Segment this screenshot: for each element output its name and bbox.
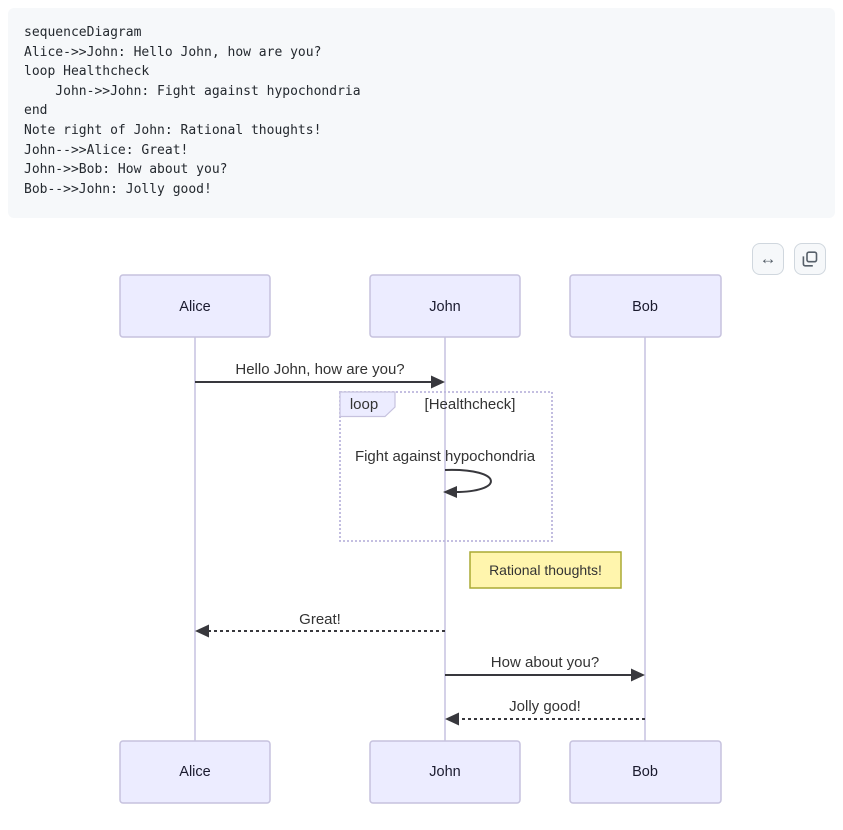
actor-label-john: John — [429, 299, 460, 315]
actor-bottom-alice: Alice — [119, 740, 271, 804]
actor-box — [119, 274, 271, 338]
actor-label-john: John — [429, 764, 460, 780]
message-label: Jolly good! — [509, 698, 581, 715]
arrowhead-left-icon — [443, 486, 457, 498]
actor-bottom-bob: Bob — [569, 740, 722, 804]
note-box — [469, 551, 622, 589]
code-line: John->>John: Fight against hypochondria — [24, 83, 361, 99]
arrowhead-right-icon — [631, 668, 645, 682]
copy-icon — [802, 251, 818, 267]
loop-label: loop — [350, 396, 378, 413]
code-line: end — [24, 103, 48, 119]
actor-top-alice: Alice — [119, 274, 271, 338]
message-label: Great! — [299, 611, 341, 628]
self-message-curve — [444, 468, 492, 494]
message-fight-hypochondria: Fight against hypochondria — [355, 448, 536, 498]
arrowhead-left-icon — [445, 712, 459, 726]
loop-label-tag — [339, 391, 396, 418]
message-great: Great! — [195, 611, 445, 638]
code-line: sequenceDiagram — [24, 25, 142, 40]
actor-label-bob: Bob — [632, 764, 658, 780]
actor-box — [369, 274, 521, 338]
message-jolly-good: Jolly good! — [445, 698, 645, 726]
actor-box — [119, 740, 271, 804]
copy-icon-front-sheet — [802, 256, 813, 267]
actor-box — [569, 740, 722, 804]
actor-box — [569, 274, 722, 338]
arrowhead-right-icon — [431, 375, 445, 389]
message-hello-john: Hello John, how are you? — [195, 361, 445, 389]
actor-bottom-john: John — [369, 740, 521, 804]
loop-frame: loop [Healthcheck] Fight against hypocho… — [339, 391, 553, 542]
note-rational-thoughts: Rational thoughts! — [469, 551, 622, 589]
expand-diagram-button[interactable]: ↔ — [752, 243, 784, 275]
actor-top-bob: Bob — [569, 274, 722, 338]
code-line: loop Healthcheck — [24, 64, 150, 80]
actor-label-alice: Alice — [179, 299, 210, 315]
code-line: John->>Bob: How about you? — [24, 162, 228, 178]
mermaid-code-block: sequenceDiagram Alice->>John: Hello John… — [8, 8, 835, 218]
code-line: Alice->>John: Hello John, how are you? — [24, 44, 322, 60]
message-label: How about you? — [491, 654, 599, 671]
code-line: John-->>Alice: Great! — [24, 142, 189, 158]
message-label: Fight against hypochondria — [355, 448, 536, 465]
actor-label-bob: Bob — [632, 299, 658, 315]
message-label: Hello John, how are you? — [235, 361, 404, 378]
message-how-about-you: How about you? — [445, 654, 645, 682]
arrowhead-left-icon — [195, 624, 209, 638]
code-line: Note right of John: Rational thoughts! — [24, 122, 322, 138]
actor-label-alice: Alice — [179, 764, 210, 780]
actor-top-john: John — [369, 274, 521, 338]
note-label: Rational thoughts! — [489, 562, 602, 578]
expand-icon: ↔ — [759, 249, 777, 268]
sequence-diagram: Alice John Bob Hello John, how are you? … — [119, 274, 722, 804]
loop-condition: [Healthcheck] — [425, 396, 516, 413]
loop-border — [339, 391, 553, 542]
copy-diagram-button[interactable] — [794, 243, 826, 275]
copy-icon-back-sheet — [806, 251, 818, 263]
actor-box — [369, 740, 521, 804]
code-line: Bob-->>John: Jolly good! — [24, 181, 212, 197]
